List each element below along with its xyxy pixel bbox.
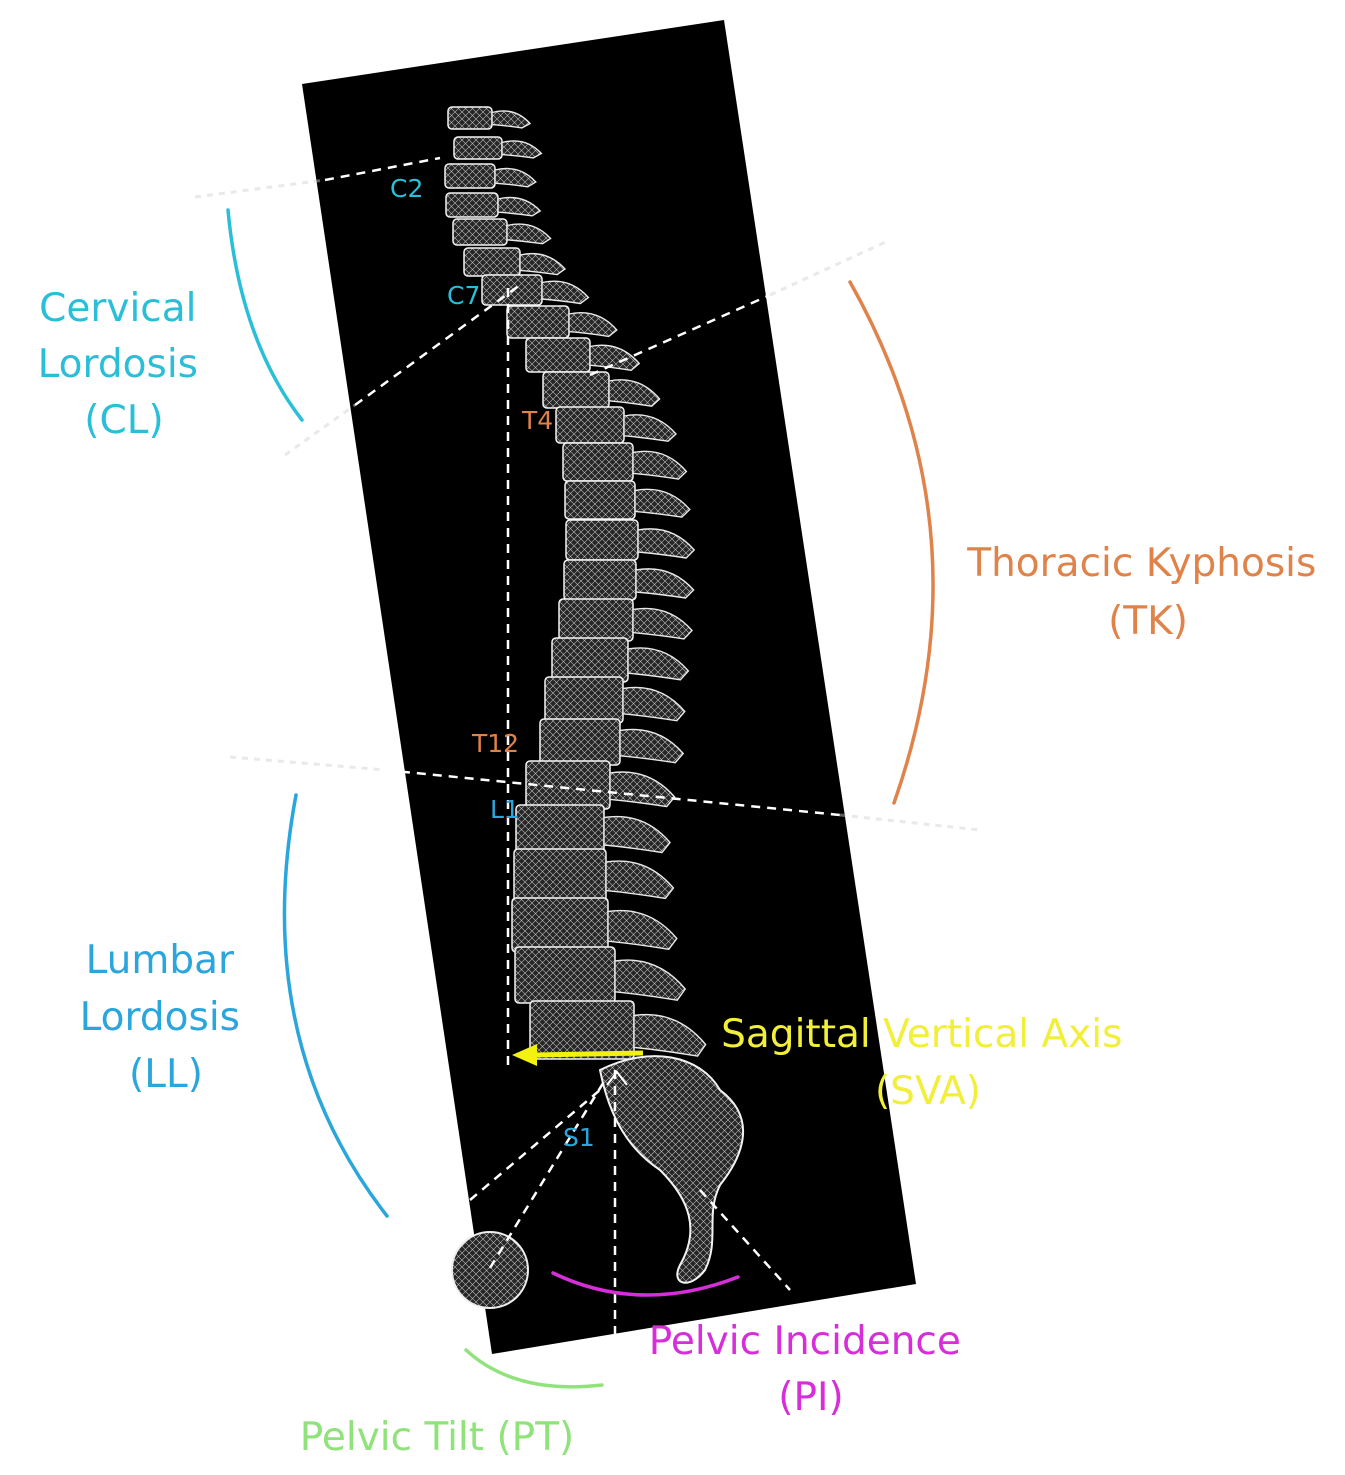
pelvic-incidence-label: Pelvic Incidence (PI): [649, 1319, 974, 1420]
vertebral-body: [514, 849, 606, 901]
vertebral-body: [453, 219, 507, 245]
sva-line2: (SVA): [875, 1069, 981, 1114]
vertebral-body: [540, 719, 620, 765]
vertebral-body: [530, 1001, 634, 1059]
c2-extension: [195, 180, 325, 197]
vertebral-body: [552, 638, 628, 682]
vertebral-body: [454, 137, 502, 159]
vertebral-body: [515, 947, 615, 1003]
vertebral-body: [563, 443, 633, 481]
level-t4-label: T4: [521, 406, 553, 435]
level-t12-label: T12: [471, 729, 519, 758]
vertebral-body: [464, 248, 520, 276]
t4-extension: [770, 240, 890, 295]
cervical-lordosis-line1: Cervical: [39, 286, 196, 331]
vertebral-body: [448, 107, 492, 129]
level-c7-label: C7: [447, 281, 480, 310]
thoracic-kyphosis-line1: Thoracic Kyphosis: [966, 541, 1316, 586]
vertebral-body: [445, 164, 495, 188]
sva-line1: Sagittal Vertical Axis: [721, 1012, 1122, 1057]
pelvic-incidence-line1: Pelvic Incidence: [649, 1319, 961, 1364]
cervical-lordosis-arc: [228, 210, 302, 420]
pelvic-tilt-line1: Pelvic Tilt (PT): [300, 1415, 574, 1460]
t12-left-extension: [230, 757, 385, 770]
lumbar-lordosis-line1: Lumbar: [86, 938, 235, 983]
thoracic-kyphosis-label: Thoracic Kyphosis (TK): [966, 541, 1328, 644]
vertebral-body: [516, 805, 604, 855]
pelvic-incidence-line2: (PI): [778, 1375, 843, 1420]
level-l1-label: L1: [490, 795, 520, 824]
cervical-lordosis-line3: (CL): [84, 398, 163, 443]
pelvic-tilt-label: Pelvic Tilt (PT): [300, 1415, 574, 1460]
vertebral-body: [526, 338, 590, 372]
thoracic-kyphosis-arc: [850, 282, 933, 803]
lumbar-lordosis-line2: Lordosis: [80, 995, 240, 1040]
vertebral-body: [543, 372, 609, 408]
cervical-lordosis-line2: Lordosis: [38, 342, 198, 387]
vertebral-body: [565, 481, 635, 519]
t12-right-extension: [840, 815, 980, 830]
vertebral-body: [564, 560, 636, 600]
lumbar-lordosis-label: Lumbar Lordosis (LL): [80, 938, 253, 1097]
thoracic-kyphosis-line2: (TK): [1108, 599, 1188, 644]
vertebral-body: [526, 761, 610, 809]
vertebral-body: [559, 599, 633, 641]
vertebral-body: [512, 898, 608, 952]
cervical-lordosis-label: Cervical Lordosis (CL): [38, 286, 211, 443]
level-s1-label: S1: [563, 1123, 595, 1152]
vertebral-body: [446, 193, 498, 217]
vertebral-body: [507, 306, 569, 338]
lumbar-lordosis-line3: (LL): [129, 1052, 203, 1097]
lumbar-lordosis-arc: [284, 795, 387, 1216]
femoral-head-icon: [452, 1232, 528, 1308]
pelvic-tilt-arc: [466, 1350, 602, 1387]
level-c2-label: C2: [390, 174, 423, 203]
vertebral-body: [545, 677, 623, 723]
vertebral-body: [556, 407, 624, 443]
vertebral-body: [566, 520, 638, 560]
